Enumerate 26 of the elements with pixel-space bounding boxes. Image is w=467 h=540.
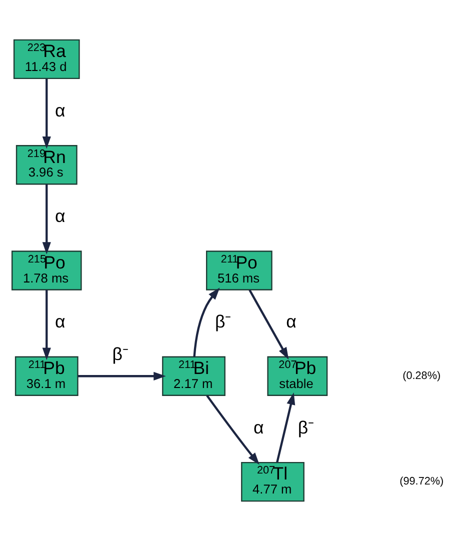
node-box: $^{211}$Pb 36.1 m (14, 356, 78, 396)
node-box: $^{215}$Po 1.78 ms (12, 250, 82, 290)
arrow (206, 394, 260, 464)
node-box: $^{223}$Ra 11.43 d (13, 38, 80, 79)
edge-label: β⁻ (112, 343, 129, 364)
edge-label: β⁻ (298, 416, 314, 437)
node-box: $^{211}$Po 516 ms (206, 250, 272, 290)
arrow (248, 288, 289, 360)
edge-label: α (286, 311, 296, 332)
label: (0.28%) (402, 369, 441, 382)
node-box: $^{207}$Pb stable (267, 356, 328, 396)
arrow (193, 287, 220, 356)
arrow (276, 392, 296, 462)
arrow (78, 371, 166, 380)
edge-label: β⁻ (214, 311, 232, 332)
label: (99.72%) (400, 475, 444, 488)
edge-label: α (55, 206, 66, 226)
arrow (42, 78, 51, 148)
edge-label: α (253, 416, 264, 437)
arrow (42, 290, 51, 360)
edge-label: α (55, 100, 66, 120)
edge-label: α (55, 311, 66, 332)
arrow (42, 184, 51, 254)
node-box: $^{211}$Bi 2.17 m (162, 356, 226, 396)
node-box: $^{219}$Rn 3.96 s (16, 144, 78, 184)
node-box: $^{207}$Tl 4.77 m (241, 461, 304, 502)
